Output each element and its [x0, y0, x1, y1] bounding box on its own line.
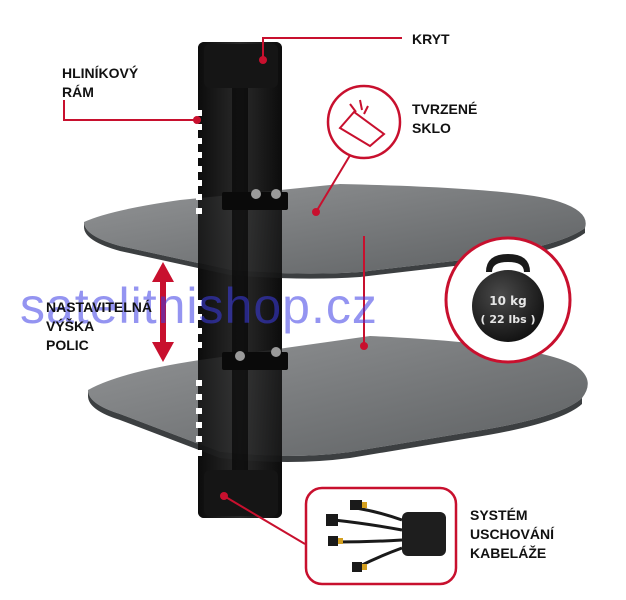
- label-frame-line-2: RÁM: [62, 84, 94, 100]
- label-glass-line-1: TVRZENÉ: [412, 101, 478, 117]
- weight-capacity-badge: 10 kg ( 22 lbs ): [444, 236, 572, 364]
- label-cover-line-1: KRYT: [412, 31, 450, 47]
- bottom-shelf-bracket: [222, 347, 288, 370]
- label-height: NASTAVITELNÁ VÝŠKA POLIC: [46, 298, 152, 355]
- height-adjust-arrow-icon: [152, 262, 174, 362]
- label-cover: KRYT: [412, 30, 450, 49]
- label-height-line-3: POLIC: [46, 337, 89, 353]
- label-frame-line-1: HLINÍKOVÝ: [62, 65, 139, 81]
- label-cable-line-2: USCHOVÁNÍ: [470, 526, 555, 542]
- label-frame: HLINÍKOVÝ RÁM: [62, 64, 138, 102]
- glass-pane-icon: [338, 110, 386, 148]
- tempered-glass-magnifier: [326, 84, 402, 160]
- callout-line-glass: [315, 151, 353, 213]
- callout-dot-cable: [220, 492, 228, 500]
- cable-management-inset: [304, 486, 458, 586]
- callout-dot-glass-2: [360, 342, 368, 350]
- label-cable-line-3: KABELÁŽE: [470, 545, 547, 561]
- weight-kg: 10 kg: [489, 294, 526, 308]
- label-glass-line-2: SKLO: [412, 120, 451, 136]
- cable-cover-icon: [402, 512, 446, 556]
- callout-dot-cover: [259, 56, 267, 64]
- label-cable-line-1: SYSTÉM: [470, 507, 528, 523]
- kettlebell-icon: [486, 254, 530, 272]
- callout-dot-glass: [312, 208, 320, 216]
- weight-lbs: ( 22 lbs ): [480, 313, 535, 326]
- label-glass: TVRZENÉ SKLO: [412, 100, 477, 138]
- callout-line-frame: [63, 100, 197, 121]
- watermark: satelitnishop.cz: [20, 278, 378, 334]
- label-cable: SYSTÉM USCHOVÁNÍ KABELÁŽE: [470, 506, 554, 563]
- callout-dot-frame: [193, 116, 201, 124]
- callout-line-cable: [223, 495, 306, 545]
- top-shelf-bracket: [222, 189, 288, 210]
- label-height-line-2: VÝŠKA: [46, 318, 95, 334]
- label-height-line-1: NASTAVITELNÁ: [46, 299, 153, 315]
- aluminium-frame: [196, 42, 282, 518]
- callout-line-cover: [262, 37, 402, 60]
